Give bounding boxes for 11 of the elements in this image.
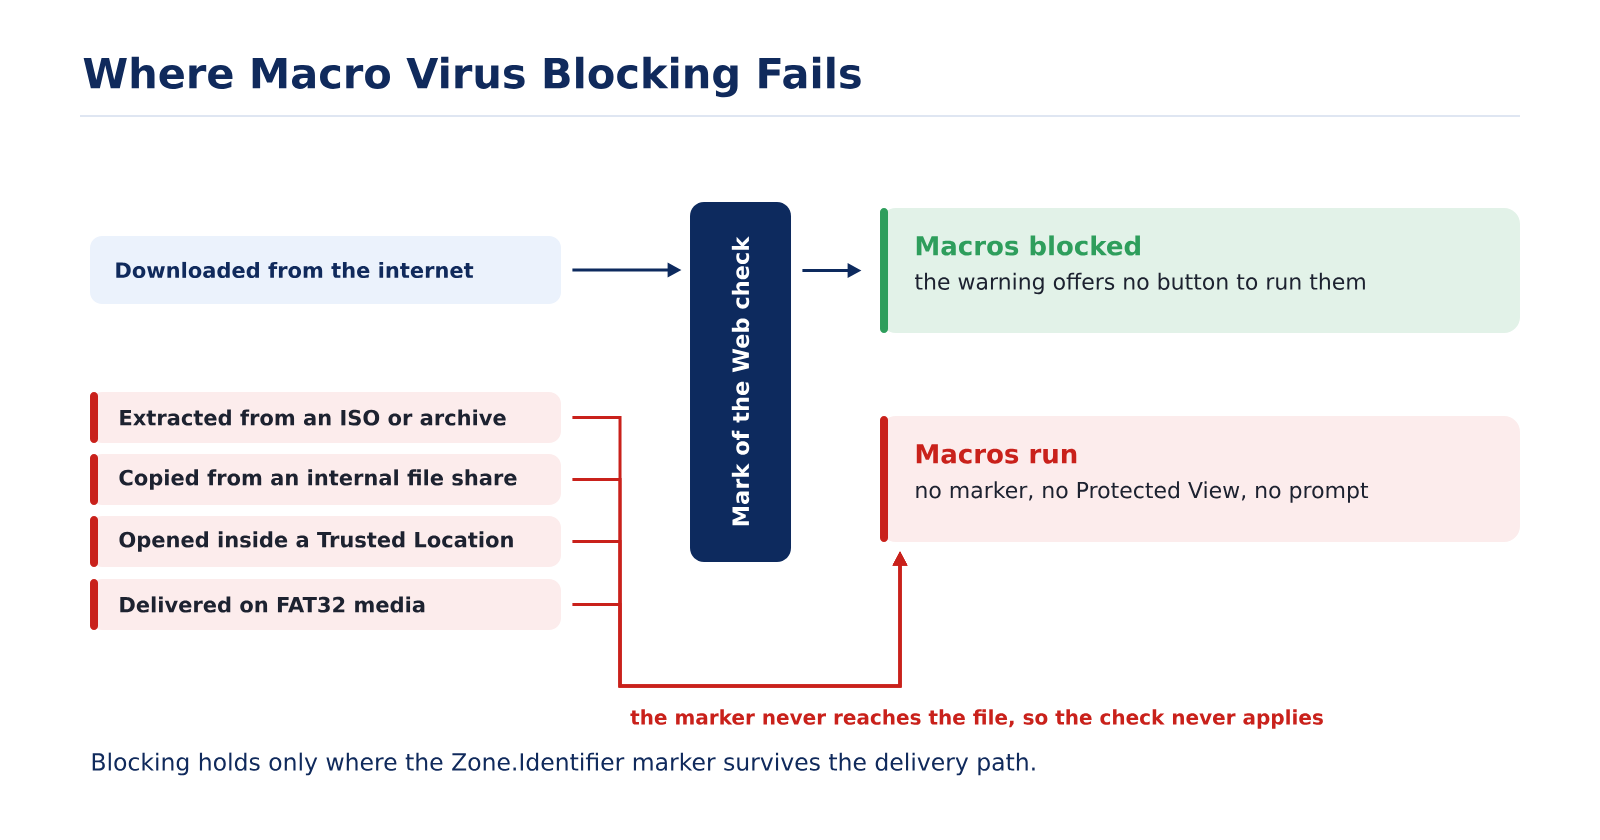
outcome-box: Macros run no marker, no Protected View, no prompt (880, 416, 1520, 542)
source-box: Extracted from an ISO or archive (90, 392, 561, 443)
source-box: Downloaded from the internet (90, 236, 561, 304)
outcome-box: Macros blocked the warning offers no button to run them (880, 208, 1520, 333)
title: Where Macro Virus Blocking Fails (83, 56, 861, 98)
path-note: the marker never reaches the file, so the check never applies (630, 709, 1323, 729)
check-box: Mark of the Web check (690, 202, 791, 562)
source-box: Opened inside a Trusted Location (90, 516, 561, 567)
source-box: Copied from an internal file share (90, 454, 561, 505)
source-box: Delivered on FAT32 media (90, 579, 561, 630)
caption: Blocking holds only where the Zone.Identifier marker survives the delivery path. (92, 752, 1035, 776)
